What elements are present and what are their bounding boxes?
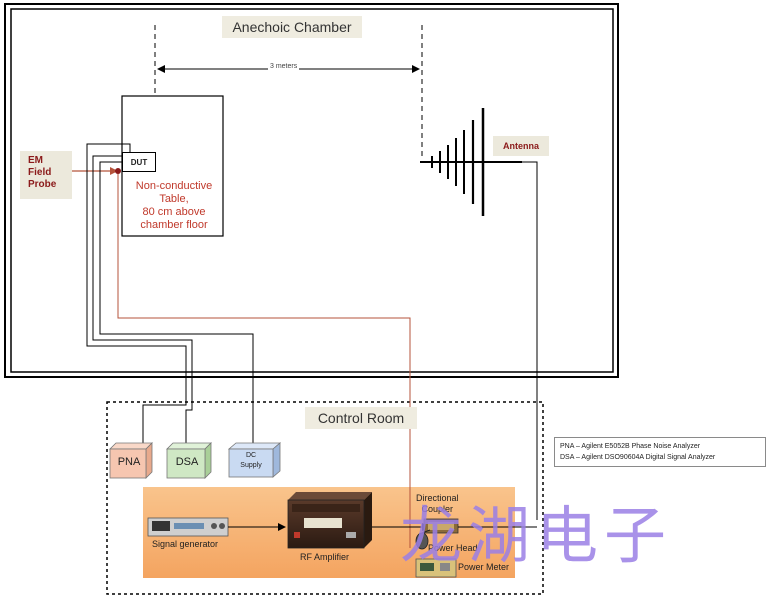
signal-generator-label: Signal generator <box>152 539 219 549</box>
dut-box: DUT <box>122 152 156 172</box>
watermark: 龙湖电子 <box>400 499 673 572</box>
signal-generator-icon <box>147 517 229 537</box>
probe-arrow-head <box>110 167 118 175</box>
em-probe-line1: EM <box>28 155 43 166</box>
distance-arrow-left-head <box>157 65 165 73</box>
chamber-title: Anechoic Chamber <box>222 16 362 38</box>
instrument-legend: PNA – Agilent E5052B Phase Noise Analyze… <box>554 437 766 467</box>
distance-arrow-right-head <box>412 65 420 73</box>
probe-point <box>115 168 121 174</box>
table-label: Non-conductive Table, 80 cm above chambe… <box>135 180 213 231</box>
legend-line-pna: PNA – Agilent E5052B Phase Noise Analyze… <box>560 443 701 450</box>
pna-label: PNA <box>117 456 141 468</box>
power-meter-label: Power Meter <box>458 562 510 572</box>
power-meter-icon <box>415 558 457 578</box>
antenna-label: Antenna <box>493 136 549 156</box>
dsa-box <box>166 442 212 479</box>
chamber-inner-border <box>10 8 614 373</box>
directional-coupler-line2: Coupler <box>421 504 454 514</box>
legend-line-dsa: DSA – Agilent DSO90604A Digital Signal A… <box>560 454 716 461</box>
antenna-cable <box>522 161 538 520</box>
rf-amplifier-icon <box>287 492 372 549</box>
power-head-icon <box>415 529 431 550</box>
em-probe-line3: Probe <box>28 179 57 190</box>
directional-coupler-icon <box>423 518 459 534</box>
dc-supply-line2: Supply <box>240 462 262 469</box>
power-head-label: Power Head <box>428 543 478 553</box>
dc-supply-label: DC Supply <box>229 451 273 471</box>
distance-label: 3 meters <box>268 63 300 70</box>
cable-to-pna <box>86 143 187 446</box>
directional-coupler-line1: Directional <box>416 493 459 503</box>
dc-supply-line1: DC <box>245 452 257 459</box>
probe-cable <box>117 171 411 548</box>
antenna-icon <box>420 108 522 216</box>
pna-box <box>109 442 153 479</box>
dsa-label: DSA <box>175 456 199 468</box>
em-probe-line2: Field <box>28 167 52 178</box>
rf-amplifier-label: RF Amplifier <box>300 552 350 562</box>
directional-coupler-label: Directional Coupler <box>416 493 459 515</box>
siggen-to-amp-arrow <box>278 523 286 531</box>
control-room-title: Control Room <box>305 407 417 429</box>
dc-supply-box <box>227 442 282 478</box>
em-field-probe-label: EM Field Probe <box>20 151 72 199</box>
control-room-border <box>106 401 544 595</box>
chamber-outer-border <box>4 3 619 378</box>
